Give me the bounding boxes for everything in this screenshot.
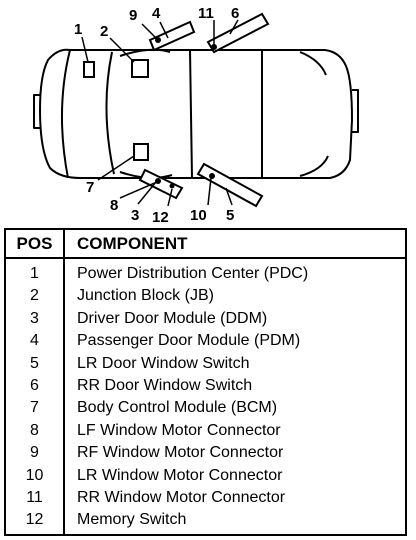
vehicle-outline-svg: 1 2 9 4 11 6 7 8 3 12 10 5: [33, 5, 359, 226]
callout-8: 8: [110, 197, 118, 214]
leader-7: [97, 155, 135, 181]
legend-pos: 2: [30, 287, 39, 305]
rf-connector-dot: [155, 37, 161, 43]
legend-component: RR Window Motor Connector: [77, 488, 286, 506]
legend-component: Memory Switch: [77, 511, 187, 529]
vehicle-hood-line: [61, 49, 71, 179]
leader-12: [167, 188, 173, 207]
vehicle-door-seam-front: [189, 49, 193, 179]
leader-6: [229, 19, 239, 35]
vehicle-rear-line: [299, 51, 329, 177]
legend-pos: 7: [30, 399, 39, 417]
leader-4: [159, 21, 169, 39]
legend-header-component: COMPONENT: [77, 233, 188, 253]
vehicle-roof-line: [105, 51, 115, 175]
callout-6: 6: [231, 5, 239, 22]
legend-pos: 9: [30, 444, 39, 462]
legend-component: LR Window Motor Connector: [77, 466, 283, 484]
callout-9: 9: [129, 7, 137, 24]
legend-component: RR Door Window Switch: [77, 376, 253, 394]
leader-1: [81, 36, 89, 63]
callout-3: 3: [131, 207, 139, 224]
legend-pos: 4: [30, 332, 39, 350]
leader-2: [109, 37, 135, 63]
callout-5: 5: [226, 207, 234, 224]
leader-3: [137, 181, 157, 205]
lr-connector-dot: [209, 173, 215, 179]
legend-component-column: Power Distribution Center (PDC) Junction…: [65, 259, 405, 536]
legend-pos: 10: [25, 466, 44, 484]
legend-pos: 1: [30, 265, 39, 282]
vehicle-front-bumper: [33, 94, 40, 129]
legend-pos: 8: [30, 421, 39, 439]
memory-switch-dot: [169, 183, 175, 189]
junction-block: [131, 59, 149, 78]
legend-component: Junction Block (JB): [77, 287, 214, 305]
legend-component: Driver Door Module (DDM): [77, 309, 268, 327]
legend-header-pos: POS: [6, 230, 65, 257]
legend-pos: 12: [25, 511, 44, 529]
legend-pos: 5: [30, 354, 39, 372]
legend-pos: 6: [30, 376, 39, 394]
legend-component: RF Window Motor Connector: [77, 444, 284, 462]
bcm-box: [133, 143, 149, 161]
callout-2: 2: [100, 23, 108, 40]
component-legend-table: POS COMPONENT 1 2 3 4 5 6 7 8 9 10 11 12…: [4, 228, 407, 536]
rf-door-module: [148, 20, 196, 52]
callout-10: 10: [190, 207, 207, 224]
vehicle-component-diagram: 1 2 9 4 11 6 7 8 3 12 10 5: [0, 0, 416, 226]
legend-header-row: POS COMPONENT: [6, 230, 405, 259]
legend-component: Body Control Module (BCM): [77, 399, 278, 417]
vehicle-rear-bumper: [352, 89, 359, 133]
leader-10: [207, 177, 212, 206]
leader-9: [141, 23, 157, 39]
legend-component: LF Window Motor Connector: [77, 421, 281, 439]
legend-pos: 11: [26, 488, 43, 506]
leader-5: [225, 187, 233, 206]
legend-component: Passenger Door Module (PDM): [77, 332, 301, 350]
callout-11: 11: [198, 5, 214, 22]
legend-component: LR Door Window Switch: [77, 354, 250, 372]
legend-body: 1 2 3 4 5 6 7 8 9 10 11 12 Power Distrib…: [6, 259, 405, 536]
leader-8: [119, 181, 158, 199]
legend-pos-column: 1 2 3 4 5 6 7 8 9 10 11 12: [6, 259, 65, 536]
legend-component: Power Distribution Center (PDC): [77, 265, 309, 282]
callout-7: 7: [86, 179, 94, 196]
callout-12: 12: [152, 209, 169, 226]
callout-1: 1: [74, 21, 82, 38]
rr-connector-dot: [211, 44, 217, 50]
pdc-box: [83, 61, 95, 78]
legend-pos: 3: [30, 309, 39, 327]
callout-4: 4: [152, 5, 161, 22]
